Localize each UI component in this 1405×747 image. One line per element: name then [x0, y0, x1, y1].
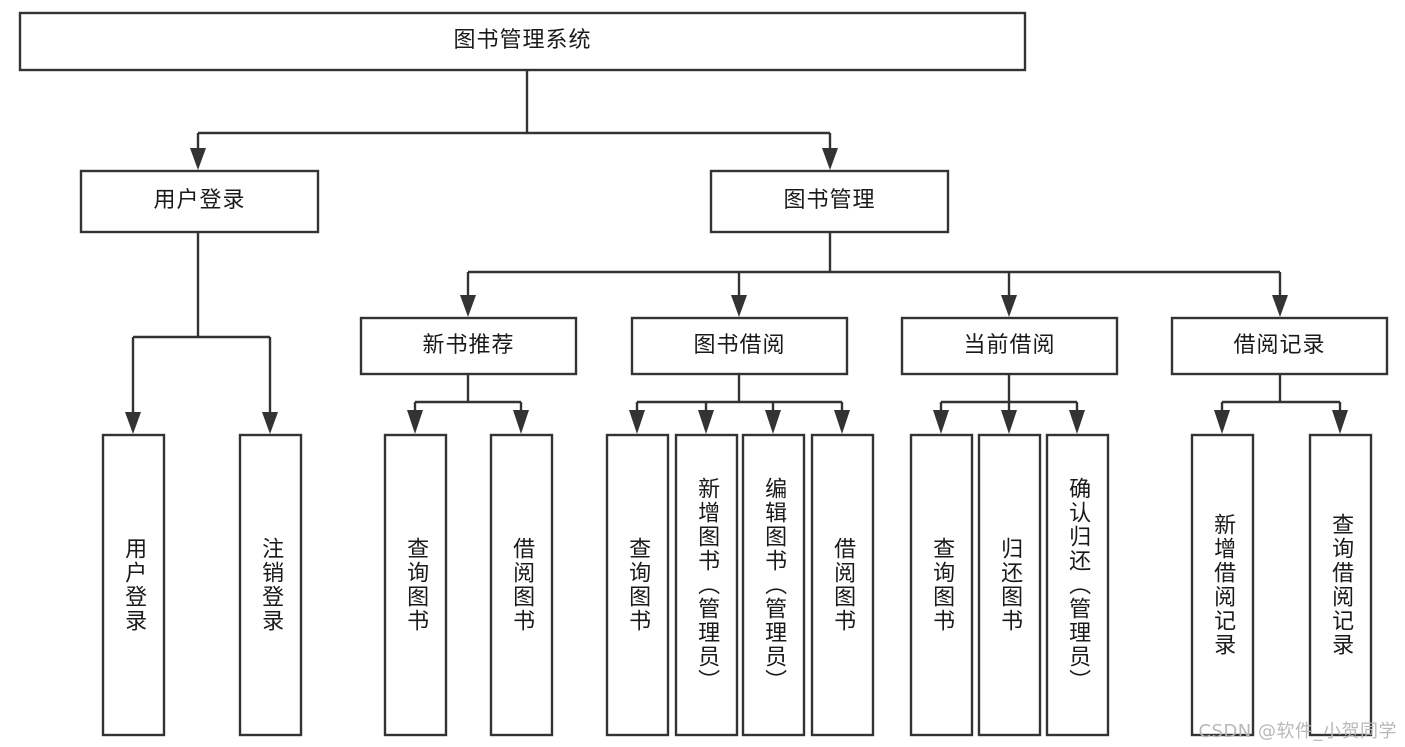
arrow-head-new-book-recommend — [460, 295, 476, 317]
arrow-head-user-login — [190, 148, 206, 170]
node-leaf-borrow-book-2-box[interactable] — [810, 433, 875, 737]
node-leaf-borrow-book-1-box[interactable] — [489, 433, 554, 737]
arrow-head-leaf-add-book — [698, 410, 714, 434]
arrow-head-leaf-borrow-book-1 — [513, 410, 529, 434]
node-leaf-query-record-box[interactable] — [1308, 433, 1373, 737]
arrow-head-book-borrow — [731, 295, 747, 317]
arrow-head-book-management — [822, 148, 838, 170]
arrow-head-leaf-query-record — [1332, 410, 1348, 434]
node-leaf-add-book-box[interactable] — [674, 433, 739, 737]
arrow-head-leaf-add-record — [1214, 410, 1230, 434]
arrow-head-leaf-user-login — [125, 412, 141, 434]
arrow-head-leaf-confirm-return — [1069, 410, 1085, 434]
arrow-head-leaf-borrow-book-2 — [834, 410, 850, 434]
node-leaf-query-book-3-box[interactable] — [909, 433, 974, 737]
arrow-head-leaf-logout — [262, 412, 278, 434]
node-leaf-edit-book-box[interactable] — [741, 433, 806, 737]
node-new-book-recommend-box[interactable] — [359, 316, 578, 376]
node-root-box[interactable] — [18, 11, 1027, 72]
watermark-text: CSDN @软件_小贺同学 — [1198, 721, 1397, 742]
node-leaf-return-book-box[interactable] — [977, 433, 1042, 737]
node-leaf-logout-box[interactable] — [238, 433, 303, 737]
node-leaf-confirm-return-box[interactable] — [1045, 433, 1110, 737]
arrow-head-leaf-query-book-2 — [629, 410, 645, 434]
node-user-login-box[interactable] — [79, 169, 320, 234]
node-book-borrow-box[interactable] — [630, 316, 849, 376]
arrow-head-borrow-record — [1272, 295, 1288, 317]
arrow-head-leaf-query-book-1 — [407, 410, 423, 434]
node-borrow-record-box[interactable] — [1170, 316, 1389, 376]
node-book-management-box[interactable] — [709, 169, 950, 234]
arrow-head-leaf-return-book — [1001, 410, 1017, 434]
node-leaf-add-record-box[interactable] — [1190, 433, 1255, 737]
arrow-head-leaf-query-book-3 — [933, 410, 949, 434]
arrow-head-current-borrow — [1001, 295, 1017, 317]
node-current-borrow-box[interactable] — [900, 316, 1119, 376]
node-leaf-user-login-box[interactable] — [101, 433, 166, 737]
node-leaf-query-book-1-box[interactable] — [383, 433, 448, 737]
node-leaf-query-book-2-box[interactable] — [605, 433, 670, 737]
arrow-head-leaf-edit-book — [765, 410, 781, 434]
